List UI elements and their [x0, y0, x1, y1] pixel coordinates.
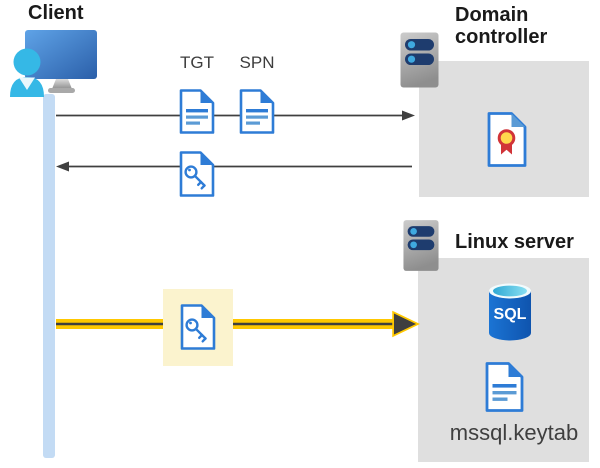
certificate-icon	[487, 112, 527, 167]
client-lifeline	[43, 94, 55, 458]
arrowhead-right-icon	[402, 110, 415, 121]
spn-label: SPN	[239, 53, 275, 72]
tgt-document-icon	[179, 89, 215, 134]
keytab-document-icon	[485, 362, 524, 412]
person-collar	[19, 77, 35, 90]
person-head	[13, 48, 41, 76]
monitor-icon	[25, 30, 97, 79]
tgt-label: TGT	[180, 53, 214, 72]
key-glyph	[184, 165, 206, 190]
sql-badge-text: SQL	[494, 306, 527, 323]
domain-controller-label: Domain controller	[455, 4, 548, 48]
arrowhead-yellow-icon	[392, 310, 420, 338]
service-ticket-key-document-icon	[180, 304, 216, 350]
domain-controller-server-icon	[400, 32, 439, 88]
client-label: Client	[28, 2, 84, 24]
monitor-stand	[52, 79, 72, 89]
linux-server-label: Linux server	[455, 231, 574, 253]
keytab-filename: mssql.keytab	[449, 420, 579, 445]
spn-document-icon	[239, 89, 275, 134]
monitor-base	[48, 88, 75, 93]
arrowhead-left-icon	[56, 161, 69, 172]
linux-server-icon	[403, 220, 439, 271]
response-arrow-left	[56, 161, 412, 172]
key-glyph	[185, 318, 207, 343]
user-computer-icon	[10, 30, 97, 97]
ticket-key-document-icon	[179, 151, 215, 197]
service-ticket-arrow	[56, 310, 420, 338]
sql-database-icon: SQL	[489, 283, 531, 341]
request-arrow-right	[56, 110, 415, 121]
